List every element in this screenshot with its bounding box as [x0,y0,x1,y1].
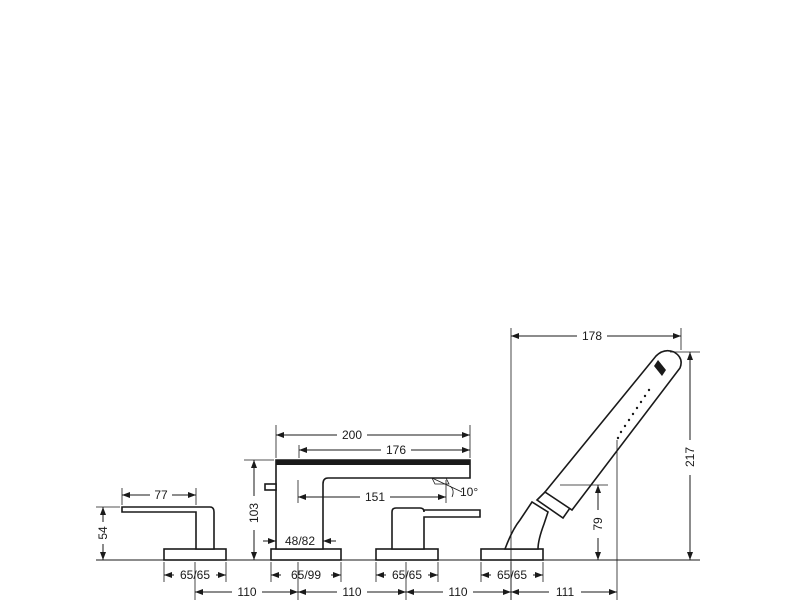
dim-base-2: 65/99 [291,568,321,582]
handshower [480,349,682,561]
dimension-lines [100,333,693,595]
extension-lines [96,328,700,600]
dim-lever-height: 54 [96,526,110,540]
dim-handshower-height: 217 [683,447,697,467]
dim-spout-angle: 10° [460,485,478,499]
dim-spout-height: 103 [247,503,261,523]
left-valve [121,506,227,561]
dim-spacing-4: 111 [556,585,575,599]
dim-spacing-1: 110 [237,585,256,599]
spout [264,459,471,561]
dim-base-4: 65/65 [497,568,527,582]
dim-lever-length: 77 [154,488,168,502]
dim-diverter-base: 48/82 [285,534,315,548]
spray-nozzles [616,388,651,440]
dim-spout-length: 200 [342,428,362,442]
dim-overall-handshower: 178 [582,329,602,343]
dim-base-1: 65/65 [180,568,210,582]
right-valve [375,507,481,561]
dim-holder-height: 79 [591,517,605,531]
dim-spacing-3: 110 [448,585,467,599]
dim-spacing-2: 110 [342,585,361,599]
dim-spout-outlet-offset: 151 [365,490,385,504]
dim-base-3: 65/65 [392,568,422,582]
dim-spout-reach: 176 [386,443,406,457]
